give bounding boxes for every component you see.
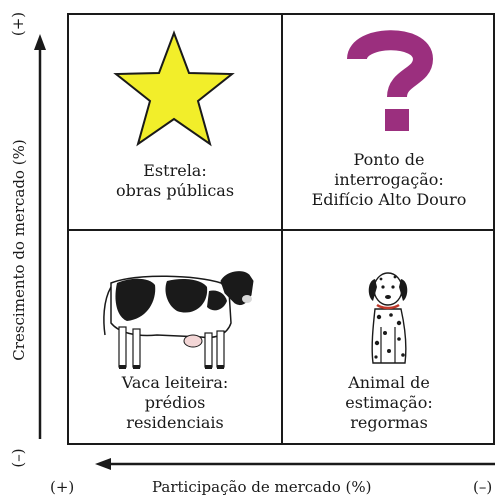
y-axis-title: Crescimento do mercado (%) xyxy=(10,139,28,361)
star-icon xyxy=(113,30,235,147)
question-label-line2: interrogação: xyxy=(334,170,444,189)
quadrant-question-mark: Ponto de interrogação: Edifício Alto Dou… xyxy=(283,15,495,229)
question-label-line3: Edifício Alto Douro xyxy=(311,190,467,209)
star-label-line2: obras públicas xyxy=(115,181,235,200)
star-label-line1: Estrela: xyxy=(143,161,207,180)
question-label: Ponto de interrogação: Edifício Alto Dou… xyxy=(283,150,495,210)
y-axis-high-label: (+) xyxy=(9,11,27,37)
horizontal-divider xyxy=(69,229,493,231)
dog-label-line1: Animal de xyxy=(348,373,430,392)
star-label: Estrela: obras públicas xyxy=(69,161,281,201)
y-axis-low-label: (–) xyxy=(9,448,27,468)
dog-icon xyxy=(368,272,408,364)
y-axis-arrow xyxy=(34,34,46,439)
question-mark-dot xyxy=(385,109,409,131)
x-axis-arrow xyxy=(95,458,495,470)
star-shape xyxy=(113,30,235,147)
cow-label-line1: Vaca leiteira: xyxy=(121,373,229,392)
cow-label: Vaca leiteira: prédios residenciais xyxy=(69,373,281,433)
quadrant-cash-cow: Vaca leiteira: prédios residenciais xyxy=(69,231,281,445)
dog-label-line2: estimação: xyxy=(345,393,433,412)
quadrant-pet-dog: Animal de estimação: regormas xyxy=(283,231,495,445)
question-mark-icon xyxy=(347,30,434,131)
x-axis-title: Participação de mercado (%) xyxy=(152,478,372,496)
cow-label-line3: residenciais xyxy=(126,413,224,432)
x-axis-low-label: (–) xyxy=(473,478,493,496)
question-mark-curve xyxy=(347,30,434,99)
x-axis-high-label: (+) xyxy=(50,478,75,496)
cow-icon xyxy=(103,271,254,369)
quadrant-star: Estrela: obras públicas xyxy=(69,15,281,229)
cow-label-line2: prédios xyxy=(144,393,206,412)
question-label-line1: Ponto de xyxy=(353,150,425,169)
bcg-matrix: Estrela: obras públicas Ponto de interro… xyxy=(67,13,495,445)
dog-label-line3: regormas xyxy=(350,413,428,432)
dog-label: Animal de estimação: regormas xyxy=(283,373,495,433)
